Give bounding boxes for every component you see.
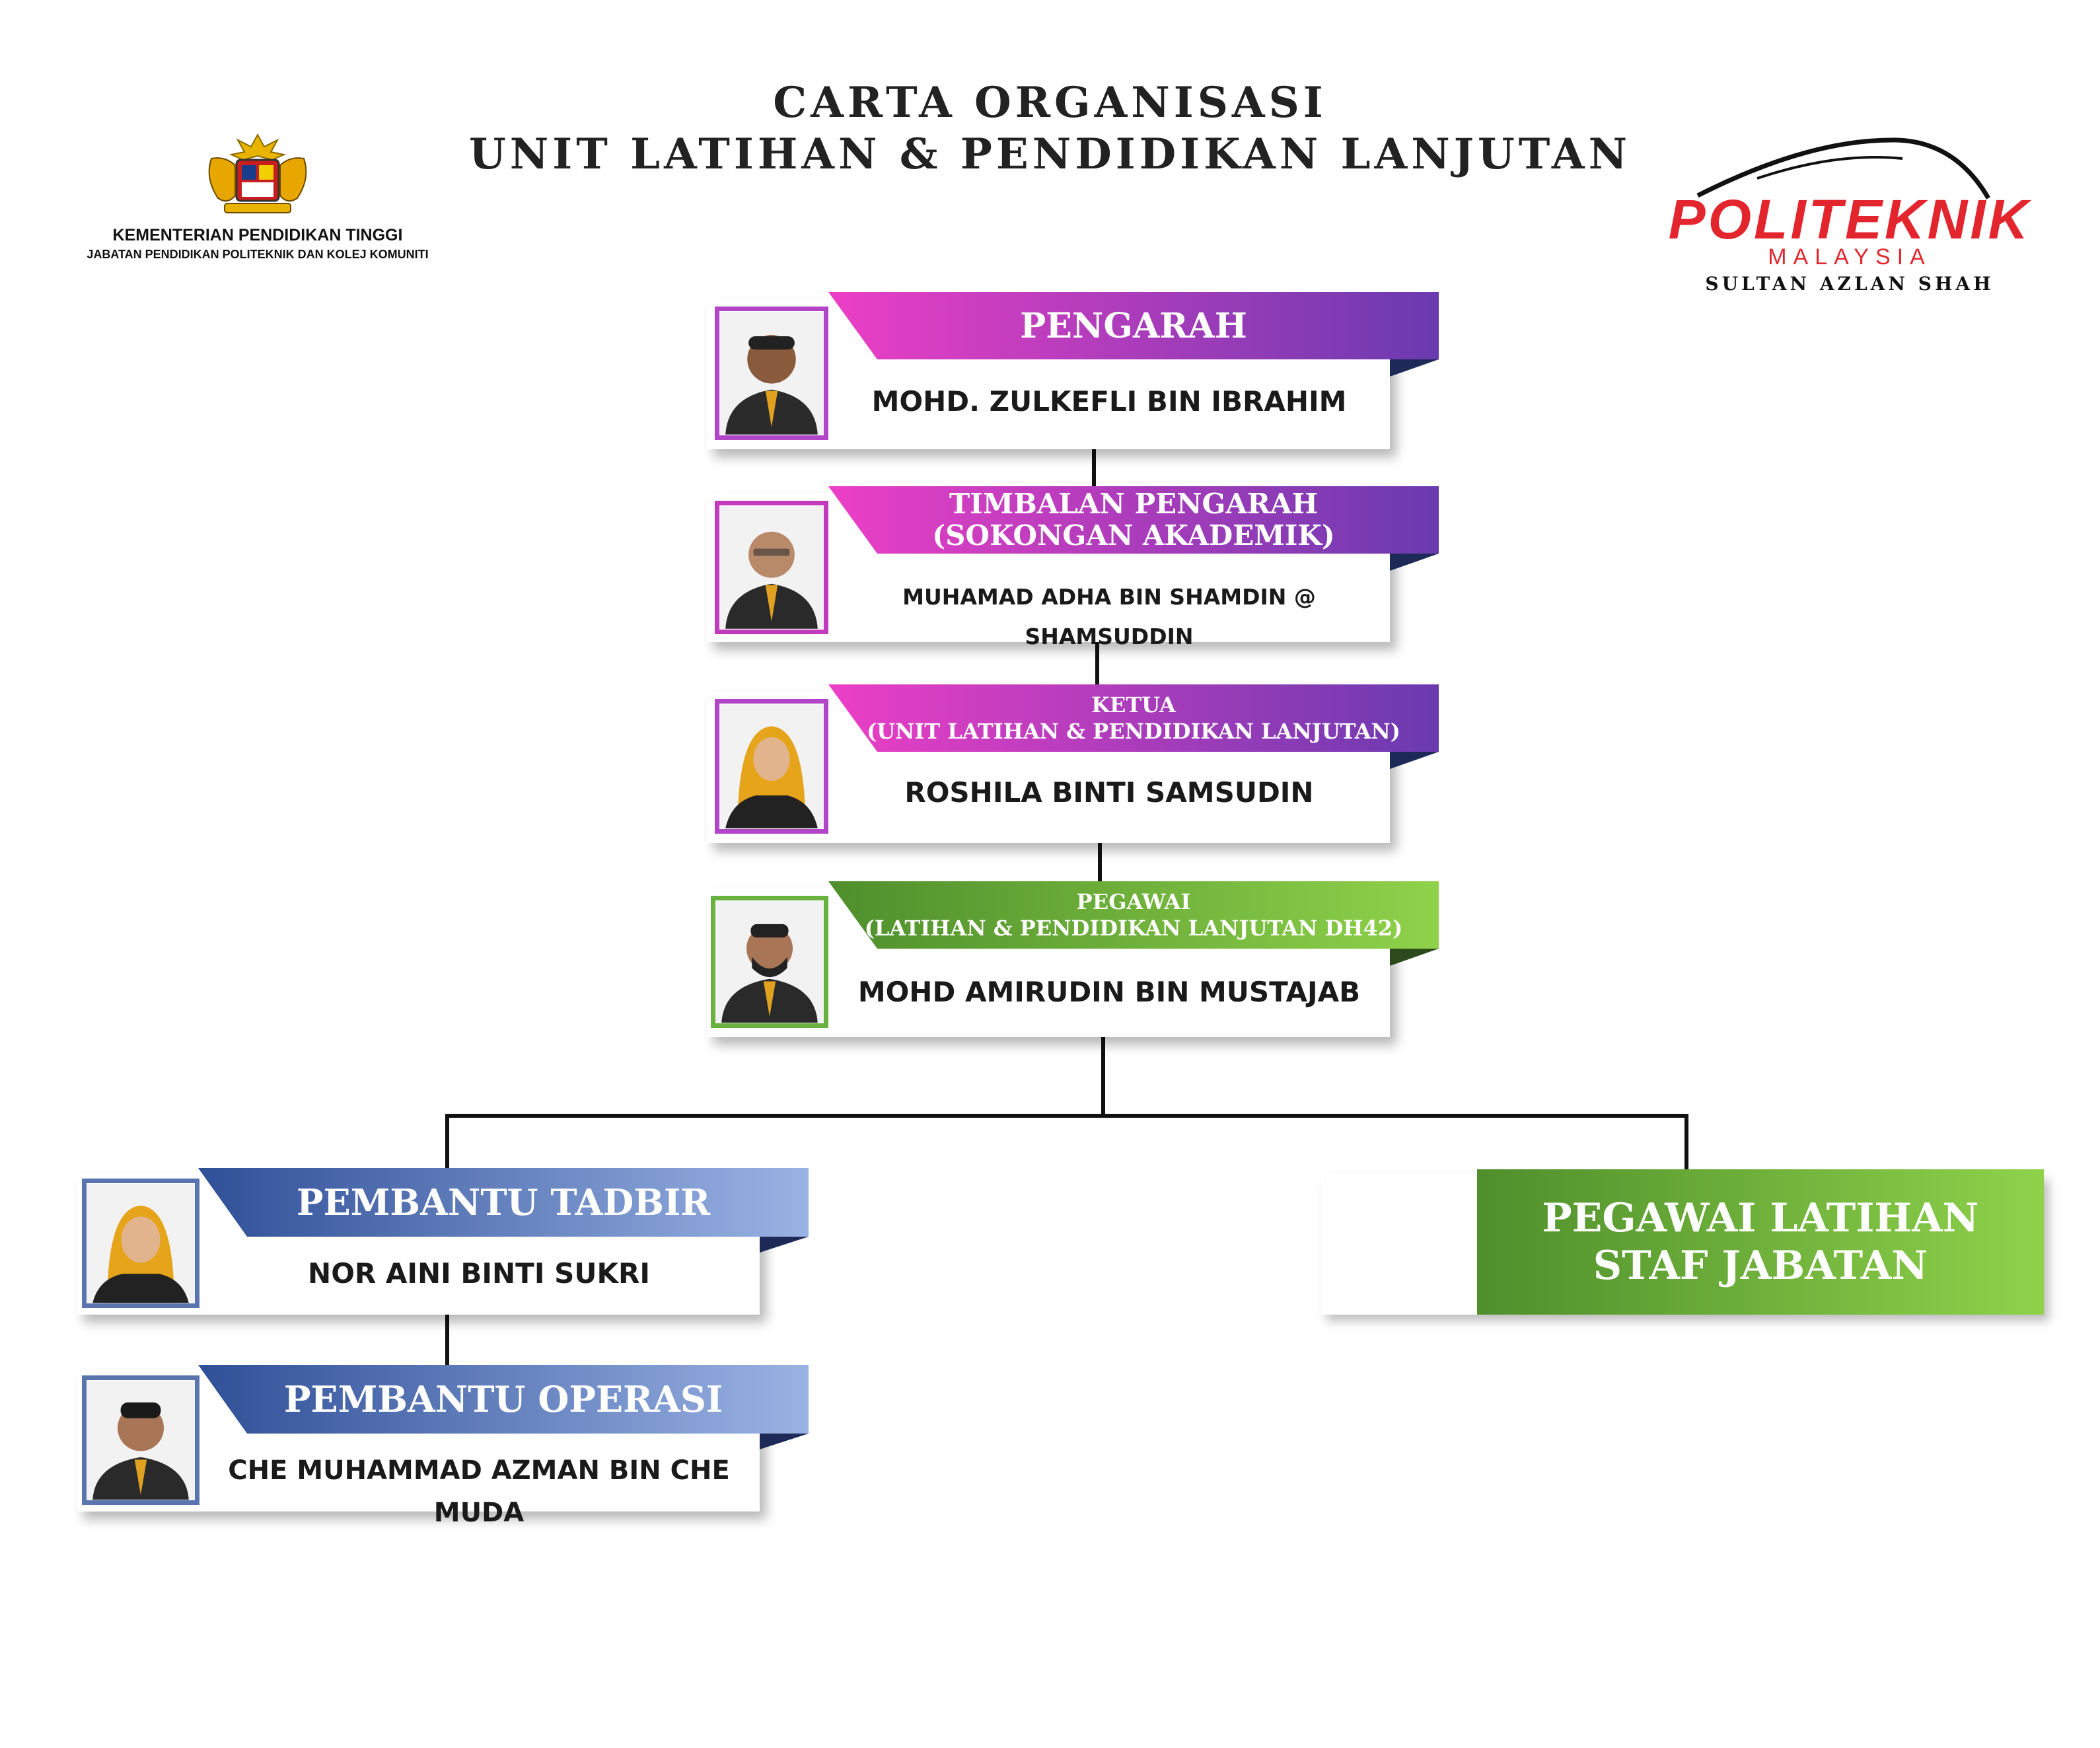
connector-2 [1095, 642, 1099, 690]
photo-pengarah [715, 307, 828, 440]
position-title-line2: (UNIT LATIHAN & PENDIDIKAN LANJUTAN) [867, 719, 1400, 744]
banner-fold-shadow [1390, 554, 1439, 571]
connector-3 [1098, 842, 1102, 889]
banner-fold-shadow [760, 1434, 809, 1449]
photo-pembantu-operasi [82, 1375, 199, 1505]
person-avatar-icon [87, 1380, 195, 1500]
position-title-line2: (SOKONGAN AKADEMIK) [932, 519, 1335, 552]
connector-right-drop [1684, 1114, 1688, 1173]
name-ketua: ROSHILA BINTI SAMSUDIN [904, 776, 1314, 809]
photo-timbalan-pengarah [715, 501, 828, 634]
photo-pegawai [711, 896, 828, 1028]
name-pembantu-operasi: CHE MUHAMMAD AZMAN BIN CHE MUDA [228, 1455, 730, 1528]
banner-ketua: KETUA (UNIT LATIHAN & PENDIDIKAN LANJUTA… [828, 684, 1439, 752]
person-avatar-icon [715, 900, 824, 1023]
logo-arc-icon [1696, 137, 1991, 200]
position-title-line1: TIMBALAN PENGARAH [949, 488, 1319, 520]
name-pegawai: MOHD AMIRUDIN BIN MUSTAJAB [857, 976, 1361, 1008]
name-timbalan-pengarah: MUHAMAD ADHA BIN SHAMDIN @ SHAMSUDDIN [902, 584, 1316, 649]
person-avatar-icon [719, 312, 824, 435]
politeknik-logo: POLITEKNIK MALAYSIA SULTAN AZLAN SHAH [1651, 132, 2048, 295]
position-title-line2: (LATIHAN & PENDIDIKAN LANJUTAN DH42) [864, 916, 1403, 941]
logo-campus: SULTAN AZLAN SHAH [1705, 273, 1994, 295]
banner-fold-shadow [1390, 949, 1439, 966]
position-title-line1: PEGAWAI [1076, 889, 1191, 914]
department-name: JABATAN PENDIDIKAN POLITEKNIK DAN KOLEJ … [87, 248, 429, 261]
banner-pembantu-tadbir: PEMBANTU TADBIR [198, 1168, 809, 1237]
banner-pengarah: PENGARAH [828, 292, 1439, 359]
person-avatar-icon [87, 1183, 195, 1303]
chart-title-line2: UNIT LATIHAN & PENDIDIKAN LANJUTAN [468, 129, 1632, 179]
ministry-name: KEMENTERIAN PENDIDIKAN TINGGI [112, 226, 403, 244]
position-title-line1: KETUA [1091, 692, 1176, 717]
person-avatar-icon [719, 506, 824, 629]
position-title: PEMBANTU TADBIR [296, 1181, 711, 1223]
person-avatar-icon [719, 704, 824, 828]
staff-box-banner: PEGAWAI LATIHAN STAF JABATAN [1477, 1169, 2044, 1315]
position-title: PENGARAH [1020, 305, 1247, 346]
banner-pembantu-operasi: PEMBANTU OPERASI [198, 1365, 809, 1434]
connector-4 [1101, 1037, 1105, 1118]
staff-box-line2: STAF JABATAN [1593, 1243, 1928, 1289]
malaysia-crest-icon [208, 133, 307, 213]
photo-ketua [715, 699, 828, 834]
banner-fold-shadow [1390, 359, 1439, 377]
photo-pembantu-tadbir [82, 1179, 199, 1308]
connector-1 [1092, 449, 1096, 489]
connector-5 [445, 1315, 449, 1367]
connector-left-drop [445, 1114, 449, 1173]
name-pembantu-tadbir: NOR AINI BINTI SUKRI [308, 1257, 650, 1290]
banner-timbalan-pengarah: TIMBALAN PENGARAH (SOKONGAN AKADEMIK) [828, 486, 1439, 554]
banner-pegawai: PEGAWAI (LATIHAN & PENDIDIKAN LANJUTAN D… [828, 881, 1439, 949]
ministry-logo: KEMENTERIAN PENDIDIKAN TINGGI JABATAN PE… [59, 132, 456, 262]
banner-fold-shadow [1390, 752, 1439, 769]
position-title: PEMBANTU OPERASI [283, 1378, 723, 1420]
logo-word: POLITEKNIK [1668, 188, 2031, 250]
staff-box-line1: PEGAWAI LATIHAN [1542, 1195, 1979, 1241]
name-pengarah: MOHD. ZULKEFLI BIN IBRAHIM [871, 385, 1347, 418]
chart-title-line1: CARTA ORGANISASI [773, 78, 1327, 127]
logo-country: MALAYSIA [1768, 244, 1932, 270]
connector-horizontal [445, 1114, 1688, 1118]
banner-fold-shadow [760, 1237, 809, 1253]
